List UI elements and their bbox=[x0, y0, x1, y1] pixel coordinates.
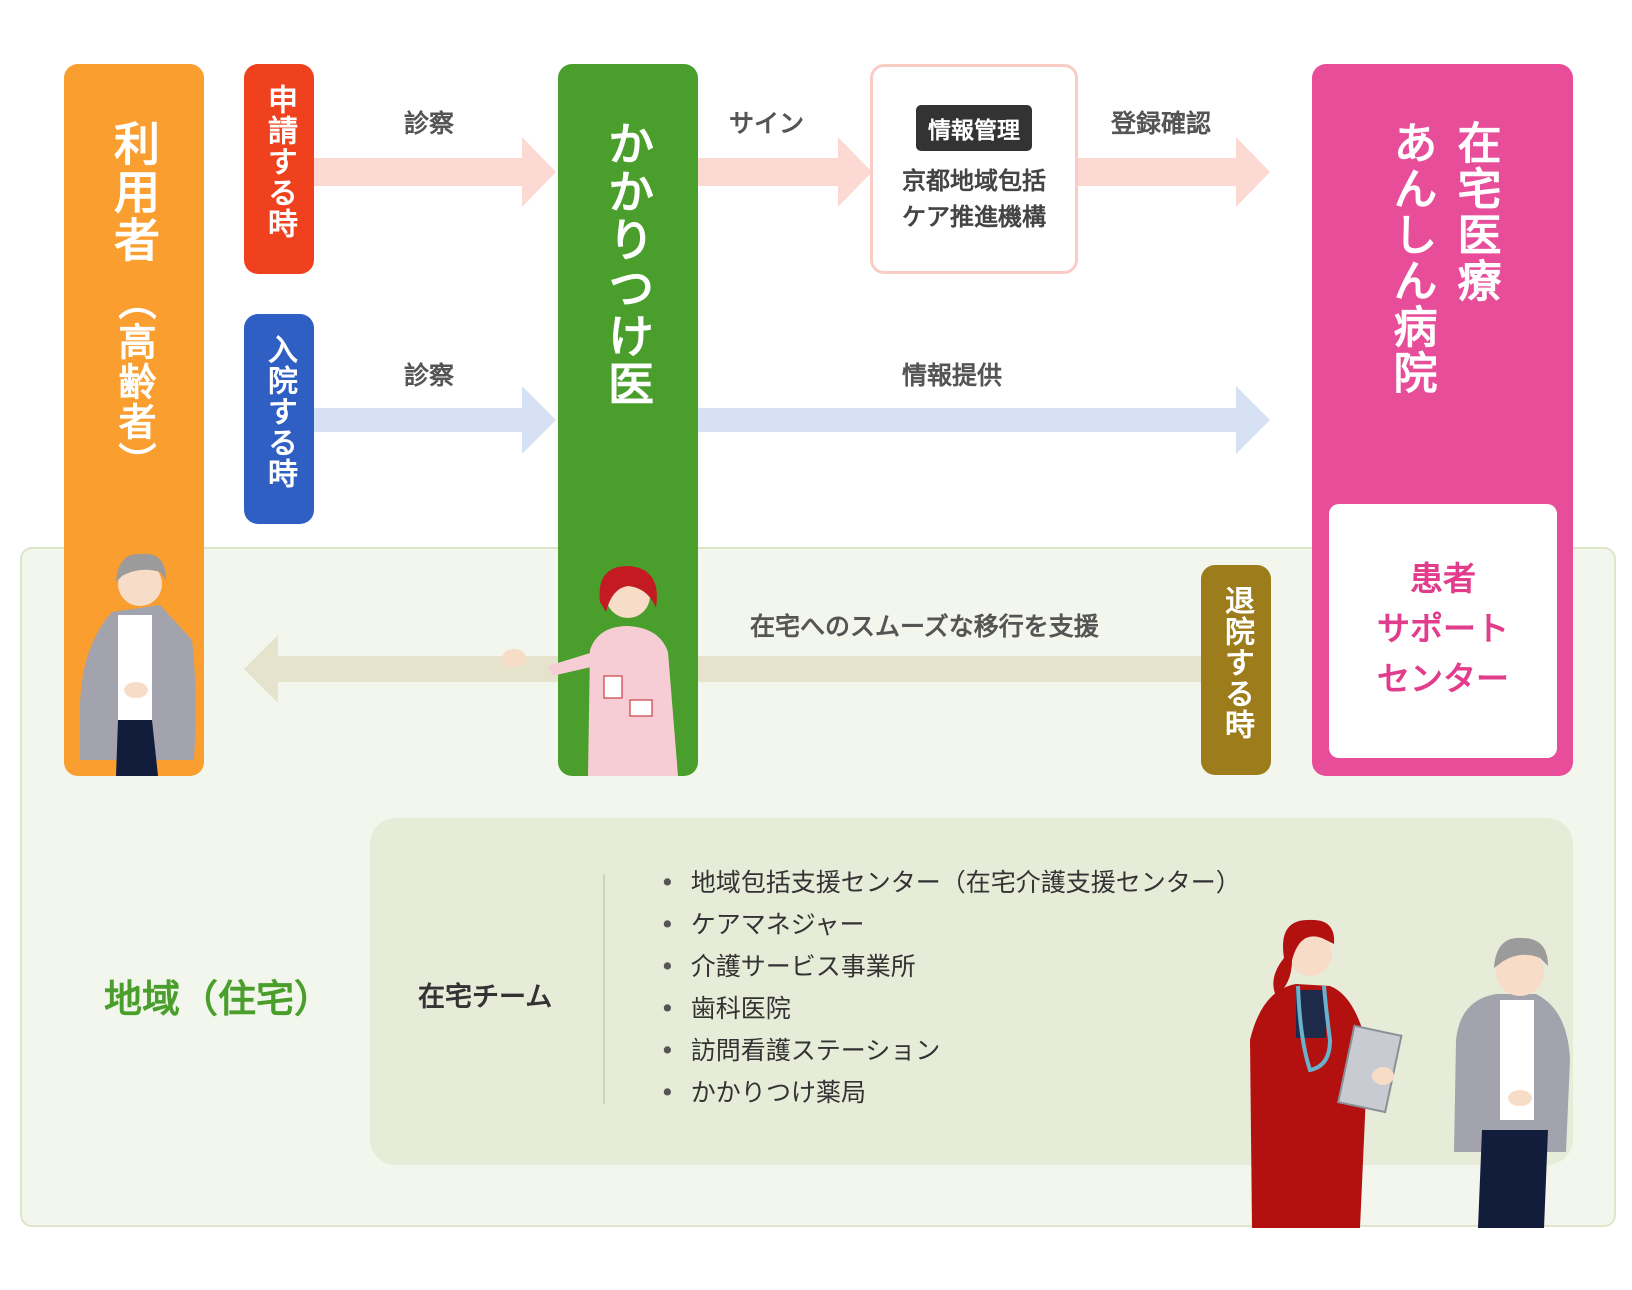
label-register: 登録確認 bbox=[1111, 109, 1212, 138]
org-box: 情報管理 京都地域包括 ケア推進機構 bbox=[870, 64, 1078, 274]
list-item: ケアマネジャー bbox=[660, 904, 1241, 946]
user-title: 利用者 bbox=[107, 120, 161, 264]
arrow-support bbox=[244, 635, 1201, 703]
arrow-register bbox=[1078, 137, 1270, 207]
team-list: 地域包括支援センター（在宅介護支援センター） ケアマネジャー 介護サービス事業所… bbox=[660, 862, 1241, 1114]
doctor-with-clipboard-icon bbox=[1250, 919, 1403, 1228]
list-item: 訪問看護ステーション bbox=[660, 1030, 1241, 1072]
list-item: 介護サービス事業所 bbox=[660, 946, 1241, 988]
region-label: 地域（住宅） bbox=[104, 977, 333, 1021]
label-support: 在宅へのスムーズな移行を支援 bbox=[750, 612, 1099, 641]
org-name-line1: 京都地域包括 bbox=[902, 167, 1046, 195]
team-label: 在宅チーム bbox=[418, 982, 553, 1013]
nurse-icon bbox=[502, 566, 678, 776]
arrow-exam-apply bbox=[314, 137, 556, 207]
hospital-title-line1: 在宅医療 bbox=[1449, 120, 1501, 304]
patient-support-center: 患者 サポート センター bbox=[1329, 504, 1557, 758]
arrow-exam-admit bbox=[314, 386, 556, 454]
list-item: 地域包括支援センター（在宅介護支援センター） bbox=[660, 862, 1241, 904]
doctor-title: かかりつけ医 bbox=[601, 120, 655, 408]
org-tag: 情報管理 bbox=[916, 105, 1032, 151]
label-exam-apply: 診察 bbox=[404, 109, 455, 138]
support-line2: サポート bbox=[1377, 609, 1509, 648]
arrow-sign bbox=[698, 137, 872, 207]
label-sign: サイン bbox=[729, 109, 805, 138]
elderly-man-icon bbox=[79, 553, 196, 776]
pill-apply: 申請する時 bbox=[244, 64, 314, 274]
label-exam-admit: 診察 bbox=[404, 361, 455, 390]
list-item: 歯科医院 bbox=[660, 988, 1241, 1030]
pill-admit: 入院する時 bbox=[244, 314, 314, 524]
list-item: かかりつけ薬局 bbox=[660, 1072, 1241, 1114]
user-subtitle: （高齢者） bbox=[112, 282, 156, 482]
org-name-line2: ケア推進機構 bbox=[902, 203, 1046, 231]
support-line1: 患者 bbox=[1410, 559, 1476, 598]
label-info: 情報提供 bbox=[902, 361, 1003, 390]
support-line3: センター bbox=[1377, 659, 1509, 698]
hospital-title-line2: あんしん病院 bbox=[1385, 120, 1437, 396]
elderly-man-icon bbox=[1454, 937, 1570, 1228]
arrow-info bbox=[698, 386, 1270, 454]
pill-leave: 退院する時 bbox=[1201, 565, 1271, 775]
team-divider bbox=[603, 874, 605, 1104]
